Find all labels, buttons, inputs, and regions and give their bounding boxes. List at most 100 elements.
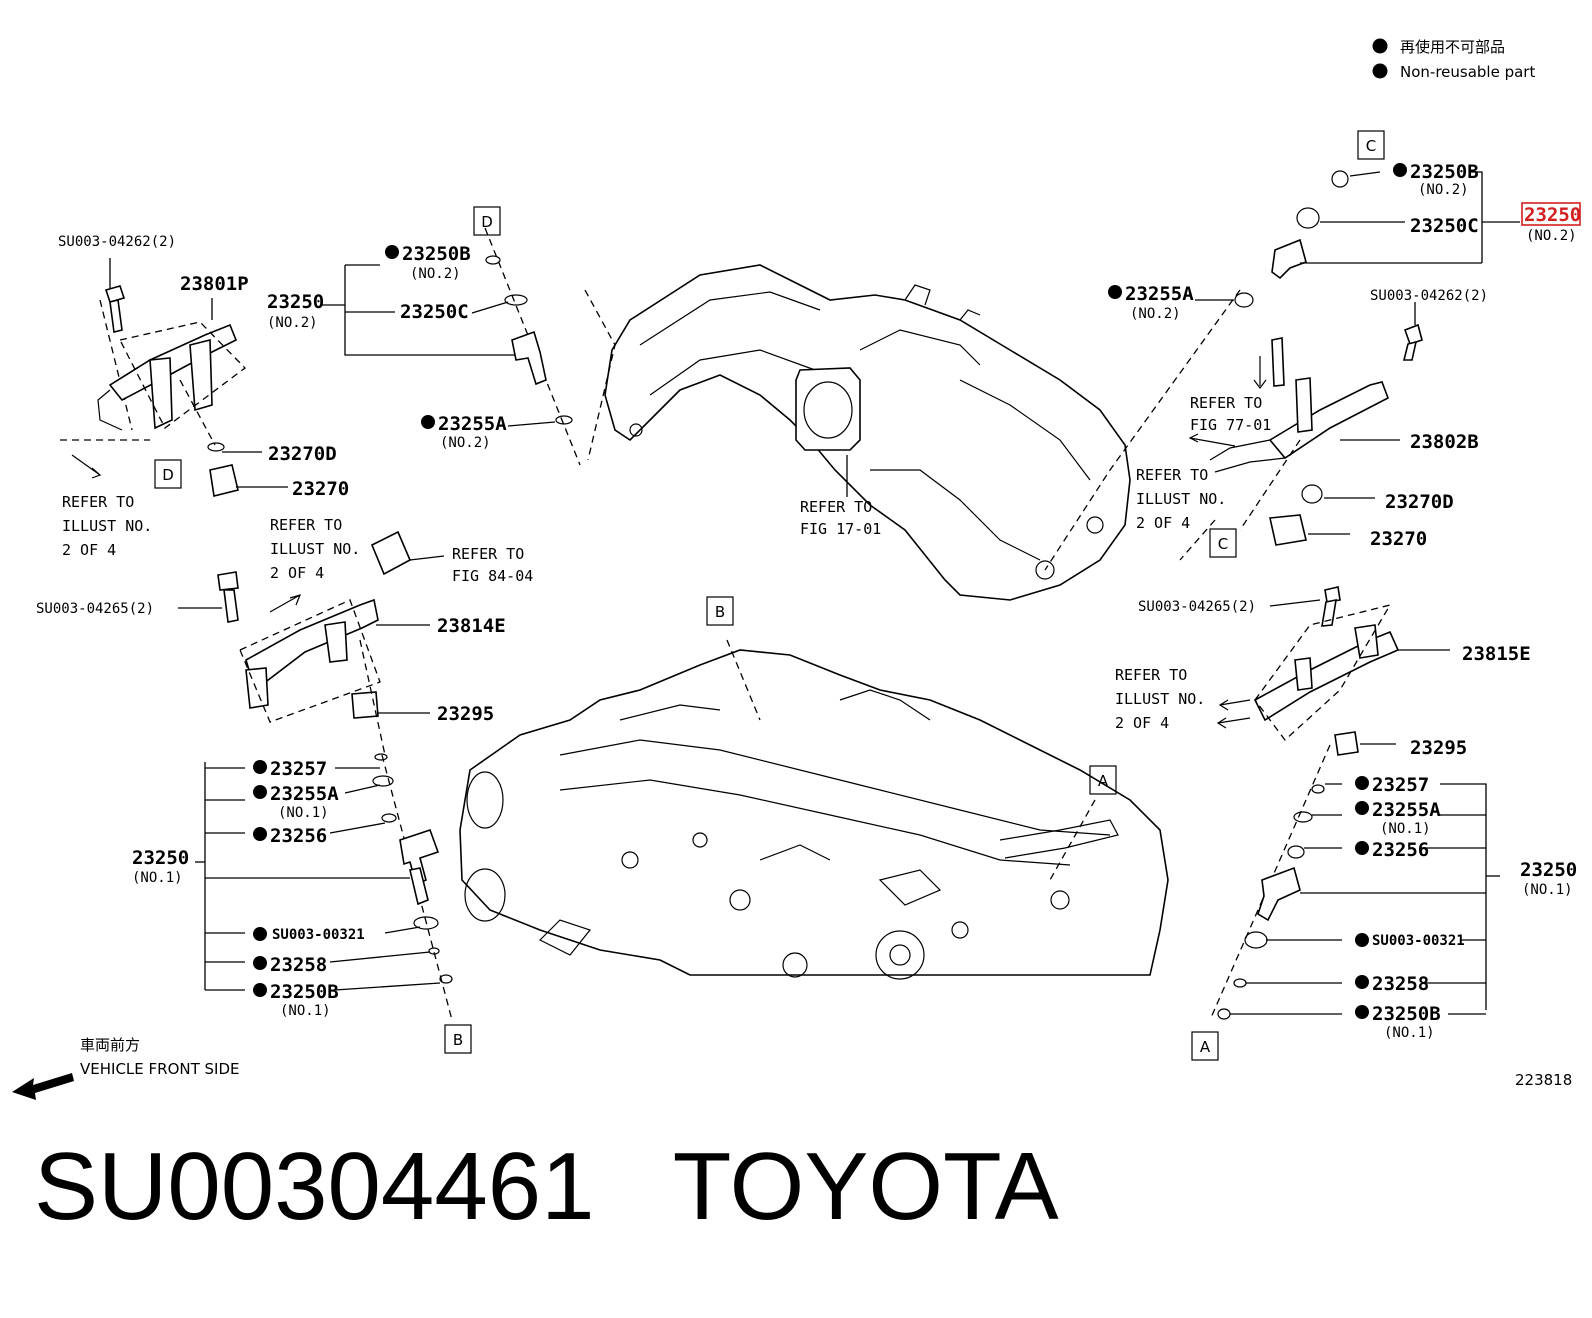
non-reusable-dot-icon xyxy=(1355,801,1369,815)
non-reusable-dot-icon xyxy=(253,785,267,799)
non-reusable-dot-icon xyxy=(253,827,267,841)
non-reusable-dot-icon xyxy=(1108,285,1122,299)
box-d-left: D xyxy=(162,466,174,484)
left-lower-injector-stack xyxy=(372,753,453,1021)
part-su003-04262-right: SU003-04262(2) xyxy=(1370,288,1488,304)
highlight-box xyxy=(1521,202,1581,226)
intake-manifold xyxy=(604,264,1131,601)
part-23270-left: 23270 xyxy=(292,478,349,500)
part-su003-04262-left: SU003-04262(2) xyxy=(58,234,176,250)
part-23258-right: 23258 xyxy=(1372,973,1429,995)
non-reusable-dot-icon xyxy=(1355,975,1369,989)
part-23255a-left: 23255A xyxy=(270,783,339,805)
box-a-bottom: A xyxy=(1200,1038,1211,1056)
box-c-mid: C xyxy=(1218,535,1228,553)
right-injector-no2 xyxy=(1044,170,1482,571)
front-arrow-icon xyxy=(12,1073,74,1100)
non-reusable-dot-icon xyxy=(1393,163,1407,177)
part-23250c-mid: 23250C xyxy=(400,301,469,323)
non-reusable-dot-icon xyxy=(1355,933,1369,947)
part-23250b-no1-right-qualifier: (NO.1) xyxy=(1384,1025,1435,1041)
leader-lines xyxy=(109,171,1520,1015)
non-reusable-dot-icon xyxy=(1372,38,1388,54)
illustration-id: 223818 xyxy=(1515,1071,1572,1089)
non-reusable-dot-icon xyxy=(1355,841,1369,855)
part-number-caption: SU00304461 TOYOTA xyxy=(34,1133,1059,1240)
part-23255a-no2-mid-qualifier: (NO.2) xyxy=(440,435,491,451)
part-23255a-no2-right-qualifier: (NO.2) xyxy=(1130,306,1181,322)
part-su003-04265-right: SU003-04265(2) xyxy=(1138,599,1256,615)
non-reusable-dot-icon xyxy=(1355,776,1369,790)
non-reusable-dot-icon xyxy=(421,415,435,429)
part-23250-no2-right: 23250 xyxy=(1524,204,1581,226)
part-su003-00321-right: SU003-00321 xyxy=(1372,933,1465,949)
part-23250-no1-left: 23250 xyxy=(132,847,189,869)
part-23270d-right: 23270D xyxy=(1385,491,1454,513)
part-23255a-no1-right: 23255A xyxy=(1372,799,1441,821)
part-23255a-left-qualifier: (NO.1) xyxy=(278,805,329,821)
left-middle-assembly xyxy=(217,530,412,756)
non-reusable-dot-icon xyxy=(1372,63,1388,79)
box-b-mid: B xyxy=(715,603,725,621)
vehicle-front-jp: 車両前方 xyxy=(80,1036,140,1054)
reference-boxes: C D D C B A B A xyxy=(154,130,1385,1061)
part-23295-left: 23295 xyxy=(437,703,494,725)
part-23257-right: 23257 xyxy=(1372,774,1429,796)
box-c-top: C xyxy=(1366,137,1376,155)
non-reusable-dot-icon xyxy=(385,245,399,259)
part-labels: SU003-04262(2) 23801P 23270D 23270 SU003… xyxy=(36,161,1581,1041)
part-su003-04265-left: SU003-04265(2) xyxy=(36,601,154,617)
part-23250-no2-mid-qualifier: (NO.2) xyxy=(267,315,318,331)
part-23255a-no2-right: 23255A xyxy=(1125,283,1194,305)
part-23256-right: 23256 xyxy=(1372,839,1429,861)
non-reusable-dot-icon xyxy=(253,927,267,941)
box-a-mid: A xyxy=(1098,772,1109,790)
part-23255a-no2-mid: 23255A xyxy=(438,413,507,435)
engine-block xyxy=(459,649,1169,980)
part-23270-right: 23270 xyxy=(1370,528,1427,550)
vehicle-front: 車両前方 VEHICLE FRONT SIDE xyxy=(12,1036,240,1100)
non-reusable-dot-icon xyxy=(1355,1005,1369,1019)
part-23250b-no1-right: 23250B xyxy=(1372,1003,1441,1025)
part-23802b: 23802B xyxy=(1410,431,1479,453)
part-23250-no2-mid: 23250 xyxy=(267,291,324,313)
box-d-top: D xyxy=(481,213,493,231)
non-reusable-dot-icon xyxy=(253,983,267,997)
part-23250-no1-left-qualifier: (NO.1) xyxy=(132,870,183,886)
part-23801p: 23801P xyxy=(180,273,249,295)
part-23250-no2-right-qualifier: (NO.2) xyxy=(1526,228,1577,244)
part-23257-left: 23257 xyxy=(270,758,327,780)
legend-jp: 再使用不可部品 xyxy=(1400,38,1505,56)
part-23814e: 23814E xyxy=(437,615,506,637)
part-23250b-left: 23250B xyxy=(270,981,339,1003)
part-23255a-no1-right-qualifier: (NO.1) xyxy=(1380,821,1431,837)
part-23250b-left-qualifier: (NO.1) xyxy=(280,1003,331,1019)
part-23250b-no2-right-qualifier: (NO.2) xyxy=(1418,182,1469,198)
center-injector-no2 xyxy=(484,227,616,466)
left-upper-assembly xyxy=(60,285,246,497)
part-23256-left: 23256 xyxy=(270,825,327,847)
part-23258-left: 23258 xyxy=(270,954,327,976)
part-23250-no1-right: 23250 xyxy=(1520,859,1577,881)
part-23250b-no2-right: 23250B xyxy=(1410,161,1479,183)
right-middle-assembly xyxy=(1188,323,1423,546)
part-23250b-no2-top-qualifier: (NO.2) xyxy=(410,266,461,282)
part-su003-00321-left: SU003-00321 xyxy=(272,927,365,943)
vehicle-front-en: VEHICLE FRONT SIDE xyxy=(80,1060,240,1078)
right-lower-assembly xyxy=(1209,586,1400,1021)
part-23250c-right: 23250C xyxy=(1410,215,1479,237)
part-23295-right: 23295 xyxy=(1410,737,1467,759)
part-23250-no1-right-qualifier: (NO.1) xyxy=(1522,882,1573,898)
part-23815e: 23815E xyxy=(1462,643,1531,665)
legend-en: Non-reusable part xyxy=(1400,63,1535,81)
box-b-bottom: B xyxy=(453,1031,463,1049)
legend: 再使用不可部品 Non-reusable part xyxy=(1372,38,1535,81)
